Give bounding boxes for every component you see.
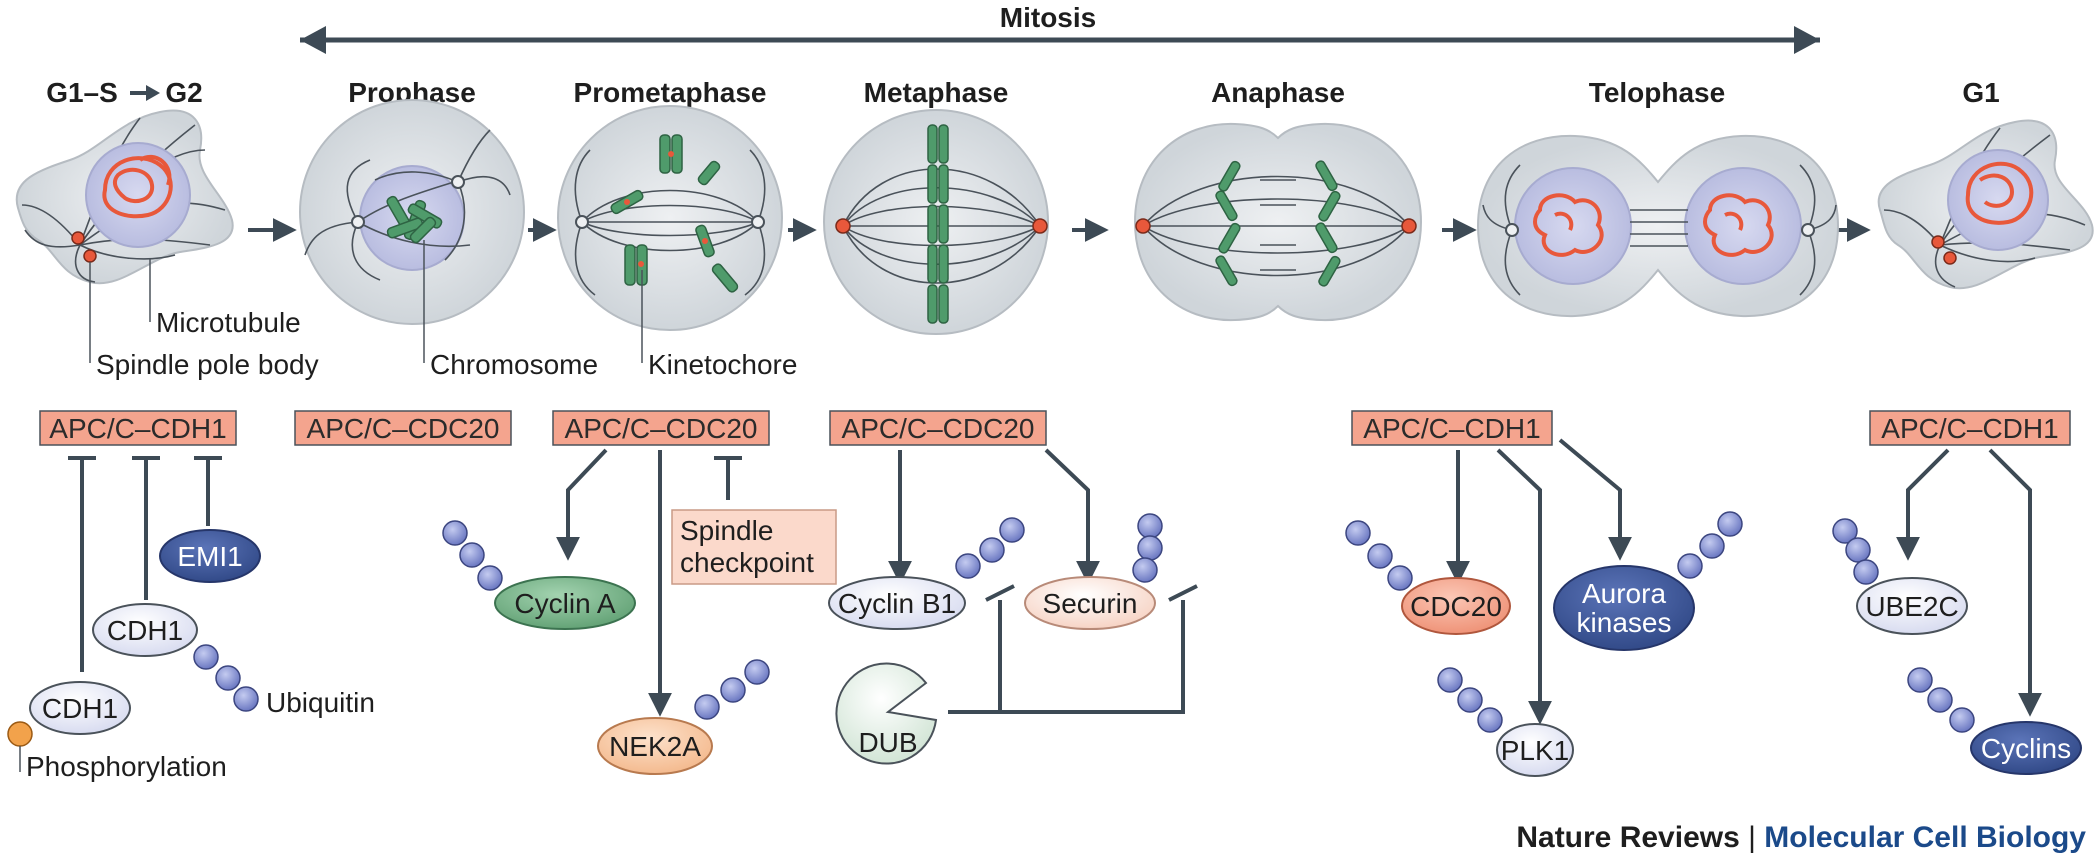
microtubule-label: Microtubule: [156, 307, 301, 338]
phosphorylation-label: Phosphorylation: [26, 751, 227, 782]
stage-headers: G1–S G2 Prophase Prometaphase Metaphase …: [46, 77, 1999, 108]
cyclins-node: Cyclins: [1970, 721, 2082, 775]
footer-separator: |: [1748, 821, 1756, 854]
plk1-node: PLK1: [1496, 723, 1574, 777]
chromosome-label: Chromosome: [430, 349, 598, 380]
spindle-pole-body-label: Spindle pole body: [96, 349, 319, 380]
spindle-checkpoint-line1: Spindle: [680, 515, 773, 546]
plk1-label: PLK1: [1501, 735, 1570, 766]
nek2a-label: NEK2A: [609, 731, 701, 762]
dub-label: DUB: [858, 727, 917, 758]
stage-prometaphase: Prometaphase: [574, 77, 767, 108]
securin-label: Securin: [1043, 588, 1138, 619]
cdh1-node-ubiquitinated: CDH1 Ubiquitin: [92, 603, 375, 718]
complex-box-3: [552, 410, 770, 446]
aurora-label-line2: kinases: [1577, 607, 1672, 638]
ube2c-node: UBE2C: [1856, 577, 1968, 635]
cyclins-label: Cyclins: [1981, 733, 2071, 764]
spindle-checkpoint-box: Spindle checkpoint: [671, 509, 837, 585]
complex-label-3: APC/C–CDC20: [565, 413, 758, 444]
securin-node: Securin: [1024, 576, 1156, 630]
cell-telophase: [1476, 134, 1840, 318]
cell-callouts: Microtubule Spindle pole body Chromosome…: [89, 240, 797, 380]
complex-label-5: APC/C–CDH1: [1363, 413, 1540, 444]
cdc20-label: CDC20: [1410, 591, 1502, 622]
complex-box-5: [1351, 410, 1553, 446]
cyclin-b1-node: Cyclin B1: [828, 576, 966, 630]
ube2c-label: UBE2C: [1865, 591, 1958, 622]
cdh1-label-2: CDH1: [42, 693, 118, 724]
nek2a-node: NEK2A: [597, 717, 713, 775]
cdh1-node-phosphorylated: CDH1 Phosphorylation: [7, 681, 227, 782]
dub-node: DUB: [835, 662, 938, 765]
journal-brand: Molecular Cell Biology: [1764, 821, 2086, 854]
cdh1-label-1: CDH1: [107, 615, 183, 646]
cell-prometaphase: [557, 105, 783, 331]
complex-box-2: [294, 410, 512, 446]
cyclin-a-node: Cyclin A: [494, 576, 636, 630]
cell-anaphase: [1133, 122, 1423, 322]
stage-metaphase: Metaphase: [864, 77, 1009, 108]
complex-box-4: [829, 410, 1047, 446]
cdc20-node: CDC20: [1401, 577, 1511, 635]
stage-telophase: Telophase: [1589, 77, 1725, 108]
aurora-kinases-node: Aurora kinases: [1553, 565, 1695, 651]
complex-box-6: [1869, 410, 2071, 446]
emi1-node: EMI1: [159, 529, 261, 583]
ubiquitin-label: Ubiquitin: [266, 687, 375, 718]
spindle-checkpoint-line2: checkpoint: [680, 547, 814, 578]
journal-name: Nature Reviews: [1516, 821, 1740, 854]
ubiquitin-chains: [193, 511, 1975, 733]
mitosis-label: Mitosis: [1000, 2, 1096, 33]
cell-g1: [1877, 119, 2094, 290]
complex-label-2: APC/C–CDC20: [307, 413, 500, 444]
cell-g2: [15, 109, 234, 285]
cyclin-a-label: Cyclin A: [514, 588, 615, 619]
apc-complexes: APC/C–CDH1 APC/C–CDC20 APC/C–CDC20 APC/C…: [39, 410, 2071, 446]
cyclin-b1-label: Cyclin B1: [838, 588, 956, 619]
g1s-to-g2-arrow-icon: [130, 85, 160, 101]
complex-box-1: [39, 410, 237, 446]
stage-g2: G2: [165, 77, 202, 108]
cell-metaphase: [823, 109, 1049, 335]
complex-label-4: APC/C–CDC20: [842, 413, 1035, 444]
cell-prophase: [299, 99, 525, 325]
stage-anaphase: Anaphase: [1211, 77, 1345, 108]
phosphate-icon: [7, 721, 33, 747]
mitosis-bracket: Mitosis: [300, 2, 1820, 54]
complex-label-6: APC/C–CDH1: [1881, 413, 2058, 444]
aurora-label-line1: Aurora: [1582, 578, 1666, 609]
stage-g1s: G1–S: [46, 77, 118, 108]
kinetochore-label: Kinetochore: [648, 349, 797, 380]
journal-credit: Nature Reviews | Molecular Cell Biology: [1516, 821, 2086, 855]
complex-label-1: APC/C–CDH1: [49, 413, 226, 444]
stage-g1: G1: [1962, 77, 1999, 108]
emi1-label: EMI1: [177, 541, 242, 572]
regulation-lines: [68, 438, 2042, 725]
